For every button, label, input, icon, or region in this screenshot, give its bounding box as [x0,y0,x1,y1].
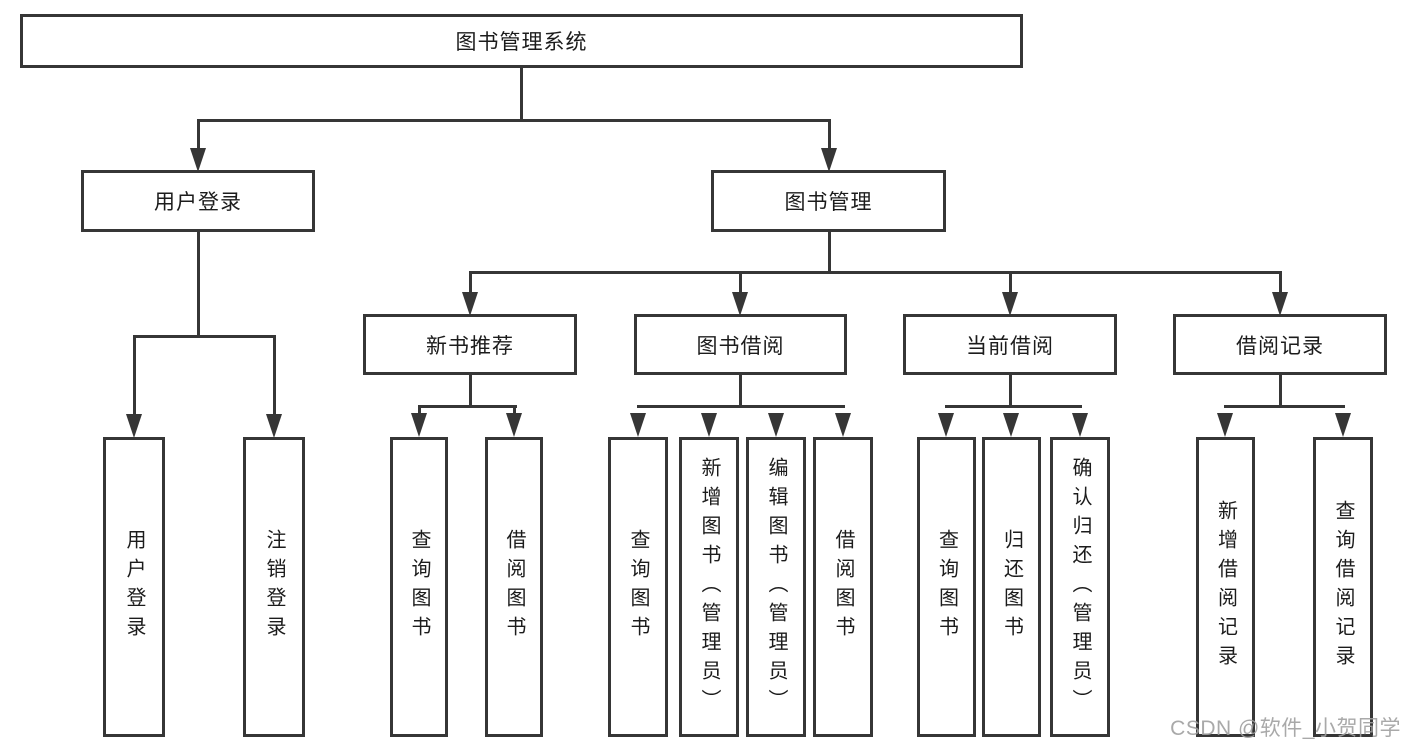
leaf-label: 新增借阅记录 [1214,500,1237,674]
node-library-system: 图书管理系统 [20,14,1023,68]
connector-line [739,375,742,408]
leaf-label: 查询借阅记录 [1332,500,1354,674]
connector-line [469,271,1282,274]
arrow-down-icon [938,413,954,437]
watermark: CSDN @软件_小贺同学 [1170,717,1401,740]
connector-line [520,66,523,121]
leaf-query-books-borrowing: 查询图书 [608,437,668,737]
connector-line [1279,375,1282,408]
connector-line [945,405,1082,408]
connector-line [197,232,200,337]
arrow-down-icon [1217,413,1233,437]
connector-line [273,335,276,415]
connector-line [1224,405,1345,408]
leaf-query-books-current: 查询图书 [917,437,976,737]
leaf-label: 查询图书 [627,529,649,645]
connector-line [1009,271,1012,294]
leaf-logout: 注销登录 [243,437,305,737]
leaf-label: 编辑图书（管理员） [765,456,787,718]
node-label: 借阅记录 [1236,334,1324,358]
node-label: 新书推荐 [426,334,514,358]
node-new-book-recommend: 新书推荐 [363,314,577,375]
connector-line [197,119,831,122]
leaf-add-borrow-record: 新增借阅记录 [1196,437,1255,737]
leaf-label: 查询图书 [935,529,958,645]
arrow-down-icon [411,413,427,437]
leaf-label: 确认归还（管理员） [1069,456,1091,718]
leaf-label: 查询图书 [408,529,430,645]
node-label: 图书借阅 [696,334,785,358]
connector-line [828,232,831,274]
connector-line [133,335,136,415]
arrow-down-icon [1003,413,1019,437]
node-book-management: 图书管理 [711,170,946,232]
leaf-label: 借阅图书 [832,529,854,645]
node-label: 用户登录 [154,191,242,214]
leaf-query-borrow-record: 查询借阅记录 [1313,437,1373,737]
leaf-return-books: 归还图书 [982,437,1041,737]
leaf-query-books-recommend: 查询图书 [390,437,448,737]
arrow-down-icon [835,413,851,437]
arrow-down-icon [701,413,717,437]
leaf-label: 注销登录 [263,529,285,645]
node-label: 图书管理 [784,191,873,214]
node-user-login: 用户登录 [81,170,315,232]
connector-line [513,405,516,417]
leaf-borrow-books: 借阅图书 [813,437,873,737]
arrow-down-icon [1072,413,1088,437]
arrow-down-icon [190,148,206,172]
node-book-borrowing: 图书借阅 [634,314,847,375]
connector-line [637,405,845,408]
connector-line [469,271,472,294]
connector-line [469,375,472,408]
leaf-label: 归还图书 [1000,529,1023,645]
leaf-borrow-books-recommend: 借阅图书 [485,437,543,737]
arrow-down-icon [1335,413,1351,437]
connector-line [418,405,517,408]
leaf-confirm-return-admin: 确认归还（管理员） [1050,437,1110,737]
arrow-down-icon [768,413,784,437]
node-current-borrowing: 当前借阅 [903,314,1117,375]
arrow-down-icon [126,414,142,438]
leaf-label: 用户登录 [123,529,145,645]
node-borrow-records: 借阅记录 [1173,314,1387,375]
arrow-down-icon [1272,292,1288,316]
arrow-down-icon [732,292,748,316]
arrow-down-icon [506,413,522,437]
node-label: 图书管理系统 [455,31,588,54]
connector-line [197,119,200,152]
connector-line [739,271,742,294]
leaf-label: 借阅图书 [503,529,525,645]
connector-line [828,119,831,152]
leaf-user-login: 用户登录 [103,437,165,737]
node-label: 当前借阅 [966,334,1054,358]
leaf-add-books-admin: 新增图书（管理员） [679,437,739,737]
connector-line [133,335,276,338]
arrow-down-icon [462,292,478,316]
arrow-down-icon [630,413,646,437]
connector-line [418,405,421,417]
arrow-down-icon [266,414,282,438]
connector-line [1009,375,1012,408]
leaf-edit-books-admin: 编辑图书（管理员） [746,437,806,737]
arrow-down-icon [821,148,837,172]
arrow-down-icon [1002,292,1018,316]
connector-line [1279,271,1282,294]
leaf-label: 新增图书（管理员） [698,456,720,718]
